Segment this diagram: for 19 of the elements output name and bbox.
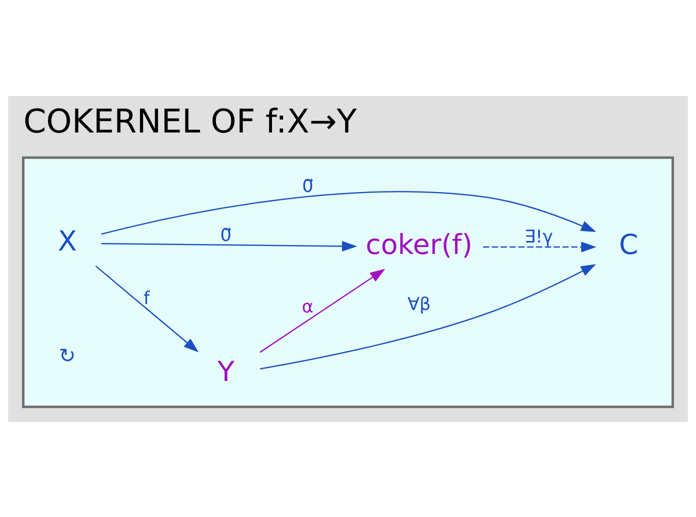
arrow — [260, 264, 596, 369]
label: ↻ — [58, 343, 76, 368]
node-text: Y — [217, 354, 234, 388]
edge-label: ∃!γ — [524, 226, 553, 247]
node-text: X — [58, 224, 77, 257]
arrow — [101, 240, 358, 252]
arrow — [260, 268, 386, 352]
arrow — [101, 190, 596, 234]
diagram-title: COKERNEL OF f:X→Y — [23, 102, 357, 140]
arrow — [483, 241, 596, 252]
edge-label: α — [302, 297, 314, 318]
node-text: coker(f) — [366, 228, 473, 261]
arrow — [95, 265, 199, 352]
node-text: C — [619, 228, 638, 261]
edge-label: f — [144, 288, 150, 308]
edge-label: 0⃗ — [302, 176, 314, 196]
cluster — [22, 156, 674, 408]
edge-label: ∀β — [407, 294, 431, 315]
edge-label: 0⃗ — [220, 226, 232, 246]
